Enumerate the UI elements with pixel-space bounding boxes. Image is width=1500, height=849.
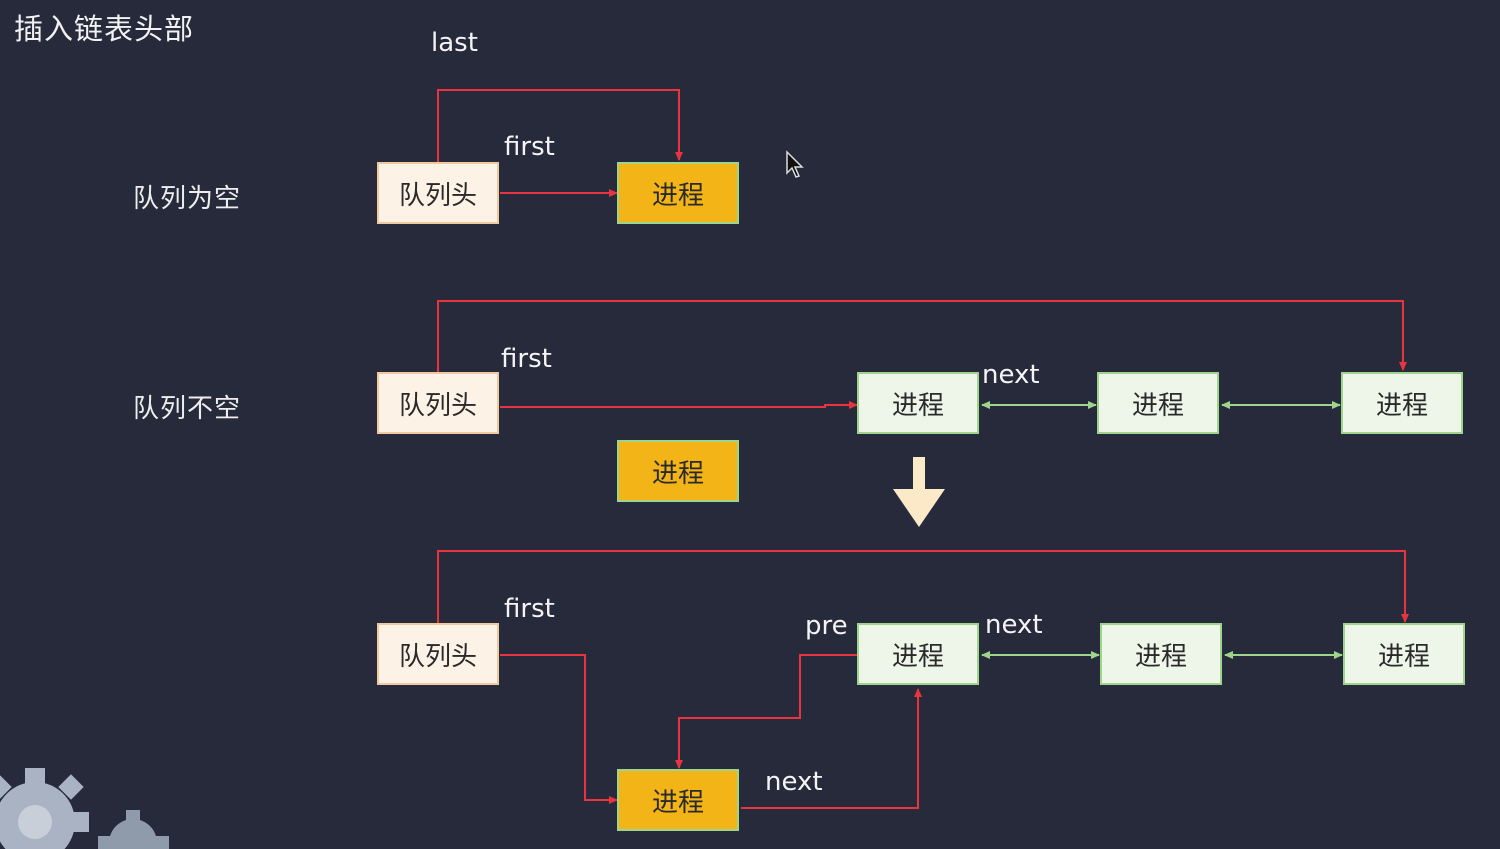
last-link (437, 89, 683, 162)
empty-queue-label: 队列为空 (133, 184, 242, 214)
queue-head-node: 队列头 (377, 162, 499, 224)
queue-head-node: 队列头 (377, 372, 499, 434)
next-pointer-label: next (982, 360, 1040, 390)
first-pointer-label: first (504, 594, 555, 624)
process-node: 进程 (1343, 623, 1465, 685)
gear-icon (98, 810, 169, 849)
first-link-2 (500, 401, 858, 409)
new-next-link-3 (741, 688, 922, 809)
down-arrow-icon (893, 457, 945, 527)
pre-link-3 (675, 654, 857, 769)
first-link-3 (500, 654, 618, 804)
new-process-node: 进程 (617, 440, 739, 502)
pre-pointer-label: pre (805, 611, 848, 641)
process-node: 进程 (1100, 623, 1222, 685)
page-title: 插入链表头部 (14, 12, 195, 46)
cursor-arrow-icon (786, 150, 804, 178)
first-pointer-label: first (501, 344, 552, 374)
process-node: 进程 (1341, 372, 1463, 434)
process-node: 进程 (1097, 372, 1219, 434)
next-pointer-label: next (765, 767, 823, 797)
next-pointer-label: next (985, 610, 1043, 640)
nonempty-queue-label: 队列不空 (133, 394, 242, 424)
first-pointer-label: first (504, 132, 555, 162)
last-link-3 (437, 550, 1409, 623)
process-node: 进程 (857, 372, 979, 434)
new-process-node: 进程 (617, 769, 739, 831)
gear-icon (0, 768, 89, 849)
process-node: 进程 (857, 623, 979, 685)
queue-head-node: 队列头 (377, 623, 499, 685)
last-pointer-label: last (431, 28, 478, 58)
last-link-2 (437, 300, 1407, 372)
new-process-node: 进程 (617, 162, 739, 224)
